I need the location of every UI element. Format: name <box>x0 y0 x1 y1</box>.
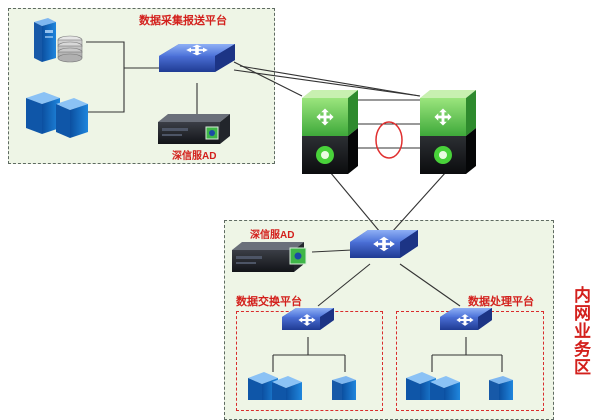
router-switch-icon <box>350 230 418 258</box>
link-servers-bus <box>86 41 125 113</box>
ring-link-icon <box>375 121 403 159</box>
blade-server-icon <box>248 372 302 400</box>
link-internal-switch-ad <box>311 249 353 253</box>
processing-platform-title: 数据处理平台 <box>468 296 534 308</box>
internal-business-zone-label: 内网业务区 <box>571 286 590 376</box>
data-collection-zone-title: 数据采集报送平台 <box>139 15 227 27</box>
server-tower-icon <box>332 376 356 400</box>
exchange-platform-title: 数据交换平台 <box>236 296 302 308</box>
database-icon <box>57 35 83 63</box>
router-switch-icon <box>159 44 235 72</box>
blade-server-icon <box>26 92 88 138</box>
link-to-processing-switch <box>399 263 461 307</box>
server-tower-icon <box>489 376 513 400</box>
link-core-right-down <box>391 171 447 233</box>
core-switch-icon <box>302 90 358 174</box>
core-switch-icon <box>420 90 476 174</box>
internal-ad-device-label: 深信服AD <box>250 230 295 241</box>
network-diagram <box>26 18 513 400</box>
router-switch-icon <box>282 308 334 330</box>
ad-appliance-icon <box>158 114 230 144</box>
server-tower-icon <box>34 18 56 62</box>
ad-appliance-icon <box>232 242 307 272</box>
link-core-left-down <box>329 171 381 233</box>
top-ad-device-label: 深信服AD <box>172 151 217 162</box>
link-to-exchange-switch <box>317 263 371 307</box>
blade-server-icon <box>406 372 460 400</box>
link-switch-core-left <box>233 61 303 97</box>
link-switch-core-right-2 <box>239 65 421 97</box>
link-switch-core-right <box>233 69 421 97</box>
router-switch-icon <box>440 308 492 330</box>
